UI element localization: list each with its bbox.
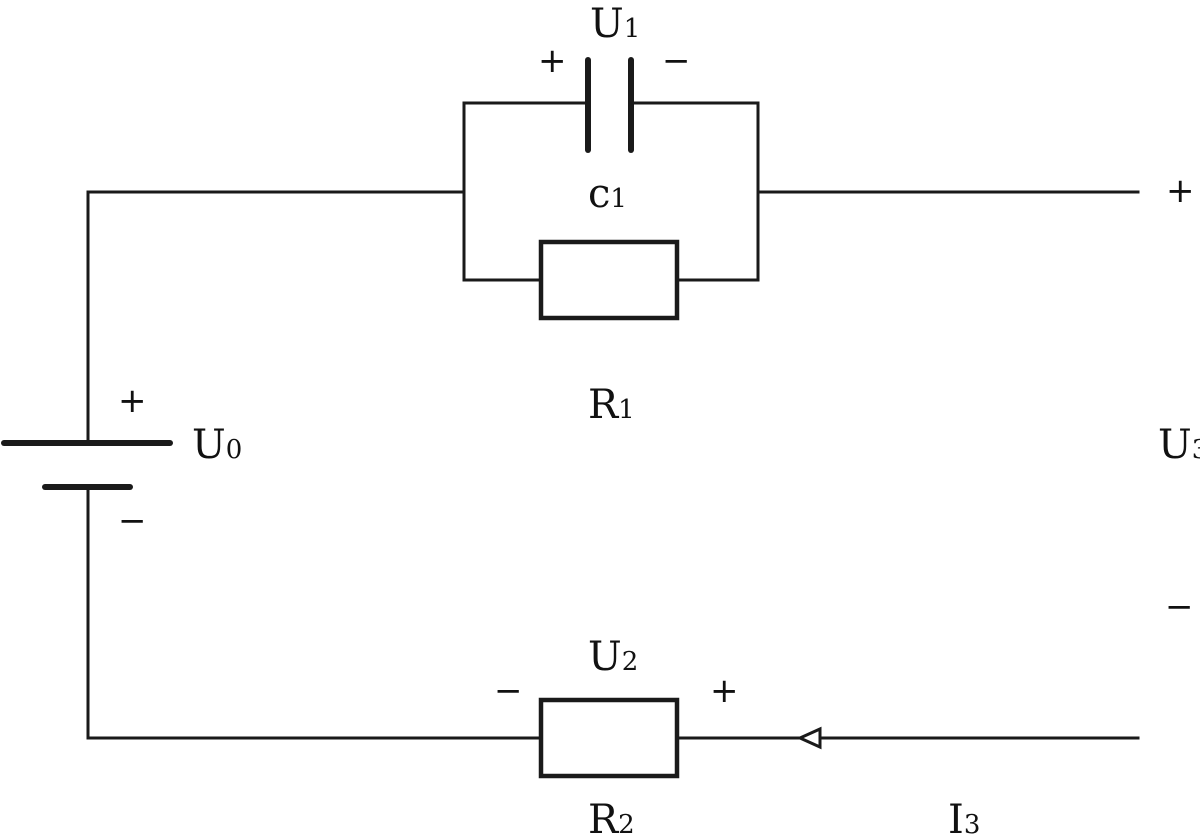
battery-u0 [1,440,173,490]
label-r1: R1 [588,382,635,428]
wire-left-bottom [86,485,543,740]
label-u0-sub: 0 [226,435,243,465]
current-arrow-i3 [796,726,822,750]
label-u0-main: U [192,422,226,468]
label-u3-main: U [1158,422,1192,468]
label-c1: c1 [588,171,627,217]
sign-battery-minus: − [118,501,147,541]
wire-capacitor-branch [462,101,590,282]
label-u0: U0 [192,422,242,468]
label-c1-sub: 1 [610,184,627,214]
label-u1-sub: 1 [624,14,641,44]
sign-output-plus: + [1166,171,1195,211]
label-u3-sub: 3 [1192,435,1200,465]
label-u1: U1 [590,1,640,47]
label-u3: U3 [1158,422,1200,468]
label-r2-main: R [588,797,620,838]
resistor-r1 [538,239,680,321]
label-u2-main: U [588,634,622,680]
sign-output-minus: − [1165,587,1194,627]
label-u1-main: U [590,1,624,47]
resistor-r2 [538,697,680,779]
sign-c1-plus: + [538,41,567,81]
wire-left-top [86,190,466,445]
sign-r2-minus: − [494,671,523,711]
label-r2-sub: 2 [618,810,635,838]
wires [86,101,1140,740]
label-i3-main: I [948,797,964,838]
label-c1-main: c [588,171,610,217]
sign-r2-plus: + [710,671,739,711]
label-u2: U2 [588,634,638,680]
sign-c1-minus: − [662,41,691,81]
sign-battery-plus: + [118,381,147,421]
label-r1-main: R [588,382,620,428]
label-u2-sub: 2 [622,647,639,677]
capacitor-c1 [585,57,634,153]
label-i3-sub: 3 [964,810,981,838]
label-r2: R2 [588,797,635,838]
label-r1-sub: 1 [618,395,635,425]
label-i3: I3 [948,797,980,838]
